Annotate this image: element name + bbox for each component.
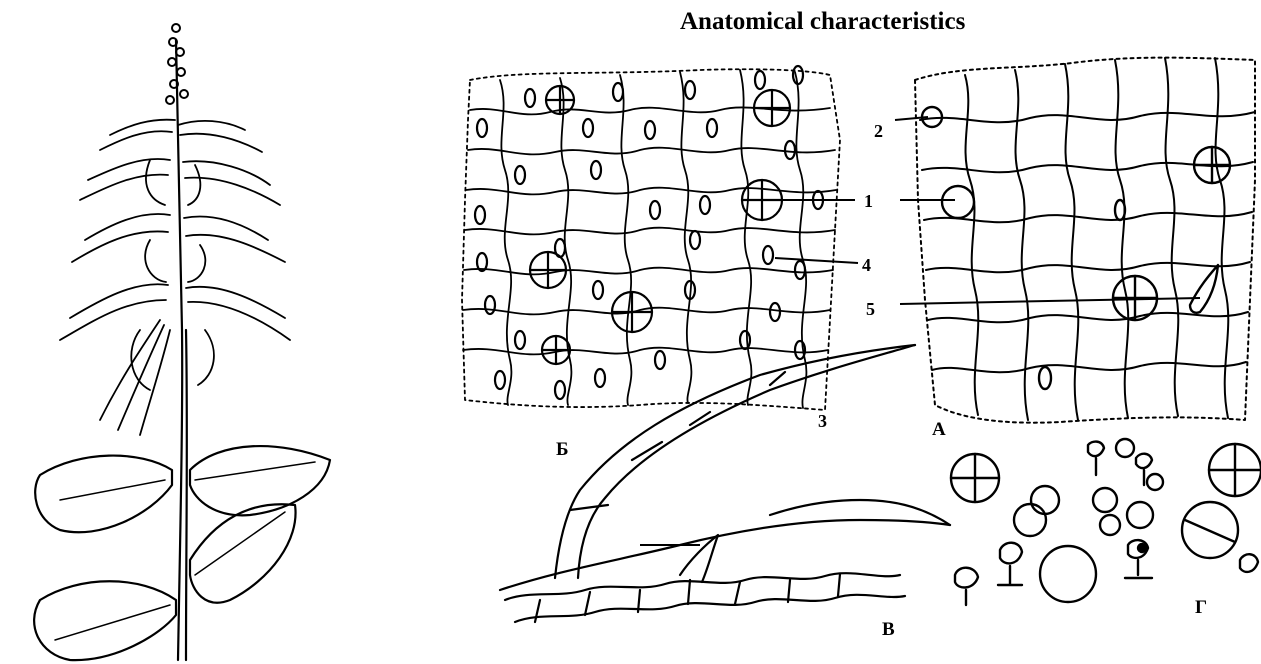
panel-v-trichome xyxy=(500,345,950,622)
panel-label-a: А xyxy=(932,420,946,439)
panel-label-v: В xyxy=(882,620,895,639)
glandular-trichomes-b xyxy=(530,86,790,364)
panel-label-g: Г xyxy=(1195,598,1207,617)
leaf-left-lower xyxy=(34,581,176,660)
callout-3: 3 xyxy=(818,412,827,430)
leaf-left-upper xyxy=(35,456,172,533)
leaf-right-upper xyxy=(190,446,330,515)
callout-1: 1 xyxy=(864,192,873,210)
leader-lines xyxy=(640,117,1200,545)
plant-illustration xyxy=(34,24,330,660)
panel-label-b: Б xyxy=(556,440,569,459)
panel-b-epidermis xyxy=(462,66,840,410)
plant-stem xyxy=(176,40,182,660)
flower-whorls xyxy=(60,120,290,435)
panel-a-epidermis xyxy=(915,58,1255,423)
panel-g-glands xyxy=(951,439,1261,605)
callout-4: 4 xyxy=(862,256,871,274)
leader-5 xyxy=(900,298,1200,304)
leader-4 xyxy=(775,258,858,263)
leaf-right-lower xyxy=(190,504,296,602)
callout-5: 5 xyxy=(866,300,875,318)
callout-2: 2 xyxy=(874,122,883,140)
